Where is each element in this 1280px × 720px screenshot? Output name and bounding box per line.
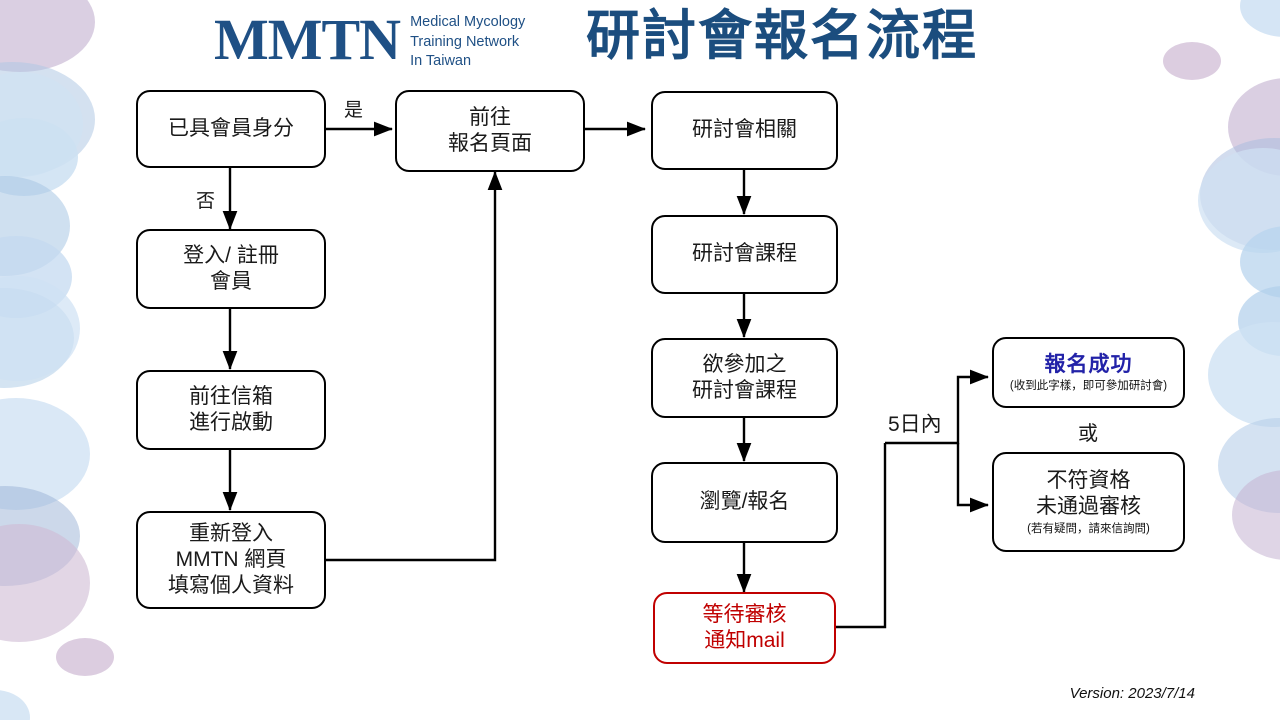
node-line: 填寫個人資料 [168, 574, 294, 598]
decor-blob [0, 288, 74, 388]
node-line: 重新登入 [189, 521, 273, 545]
edge-label-or: 或 [1078, 423, 1098, 445]
logo-tagline-line-1: Medical Mycology [410, 14, 526, 30]
logo-tagline-line-2: Training Network [410, 33, 520, 50]
version-label: Version: 2023/7/14 [1069, 685, 1195, 702]
logo-tagline-line-3: In Taiwan [410, 53, 472, 70]
decor-blob [1240, 226, 1280, 298]
node-line: 研討會課程 [692, 242, 797, 266]
decor-blob [0, 524, 90, 642]
decor-blob [56, 638, 114, 676]
node-await-review[interactable]: 等待審核 通知mail [653, 592, 836, 664]
decor-blob [1200, 138, 1280, 250]
logo-tagline: Medical Mycology Training Network In Tai… [410, 8, 525, 72]
decor-blob [0, 486, 80, 586]
node-line: 前往信箱 [189, 384, 273, 408]
node-browse-signup[interactable]: 瀏覽/報名 [651, 462, 838, 543]
decor-blob [1218, 418, 1280, 513]
node-desired-course[interactable]: 欲參加之 研討會課程 [651, 338, 838, 418]
decor-blob [0, 62, 95, 177]
decor-blob [0, 276, 80, 381]
outcome-rejected-line: 未通過審核 [1036, 495, 1141, 519]
node-outcome-rejected[interactable]: 不符資格 未通過審核 (若有疑問，請來信詢問) [992, 452, 1185, 552]
node-relogin-profile[interactable]: 重新登入 MMTN 網頁 填寫個人資料 [136, 511, 326, 609]
decor-blob [1208, 322, 1280, 427]
outcome-success-note: (收到此字樣，即可參加研討會) [1009, 379, 1168, 392]
node-line: 欲參加之 [702, 352, 787, 376]
node-line: MMTN 網頁 [175, 547, 287, 571]
logo-wordmark: MMTN [214, 6, 401, 72]
node-line: 已具會員身分 [168, 116, 294, 140]
decor-blob [0, 176, 70, 276]
node-line: 研討會課程 [692, 379, 797, 402]
decor-blob [1232, 470, 1280, 560]
node-line: 研討會相關 [692, 118, 797, 142]
decor-blob [0, 690, 30, 720]
node-seminar-course[interactable]: 研討會課程 [651, 215, 838, 294]
outcome-rejected-line: 不符資格 [1046, 469, 1131, 493]
decor-blob [0, 118, 78, 196]
mmtn-logo: MMTN Medical Mycology Training Network I… [214, 8, 525, 72]
decor-blob [1163, 42, 1221, 80]
node-goto-signup[interactable]: 前往 報名頁面 [395, 90, 585, 172]
decor-blob [0, 0, 95, 72]
node-seminar-related[interactable]: 研討會相關 [651, 91, 838, 170]
node-line: 登入/ 註冊 [183, 243, 279, 267]
node-member-status[interactable]: 已具會員身分 [136, 90, 326, 168]
node-line: 通知mail [704, 629, 785, 652]
node-line: 等待審核 [702, 602, 787, 626]
node-line: 進行啟動 [189, 411, 273, 434]
edge-label-no: 否 [196, 191, 216, 212]
node-line: 前往 [469, 105, 511, 129]
decor-blob [1228, 78, 1280, 176]
decor-blob [1238, 286, 1280, 356]
node-outcome-success[interactable]: 報名成功 (收到此字樣，即可參加研討會) [992, 337, 1185, 408]
decor-blob [0, 72, 83, 177]
edge-label-within-5-days: 5日內 [888, 413, 942, 436]
decor-blob [1198, 148, 1280, 253]
node-line: 報名頁面 [448, 132, 532, 155]
decor-blob [0, 236, 72, 318]
node-login-register[interactable]: 登入/ 註冊 會員 [136, 229, 326, 309]
node-line: 會員 [210, 270, 252, 293]
page-title: 研討會報名流程 [586, 6, 978, 66]
decor-blob [1240, 0, 1280, 37]
edge-label-yes: 是 [344, 100, 364, 121]
decor-blob [0, 398, 90, 510]
node-mailbox-activate[interactable]: 前往信箱 進行啟動 [136, 370, 326, 450]
node-line: 瀏覽/報名 [699, 490, 790, 514]
outcome-rejected-note: (若有疑問，請來信詢問) [1027, 522, 1150, 535]
outcome-success-title: 報名成功 [1044, 352, 1133, 376]
